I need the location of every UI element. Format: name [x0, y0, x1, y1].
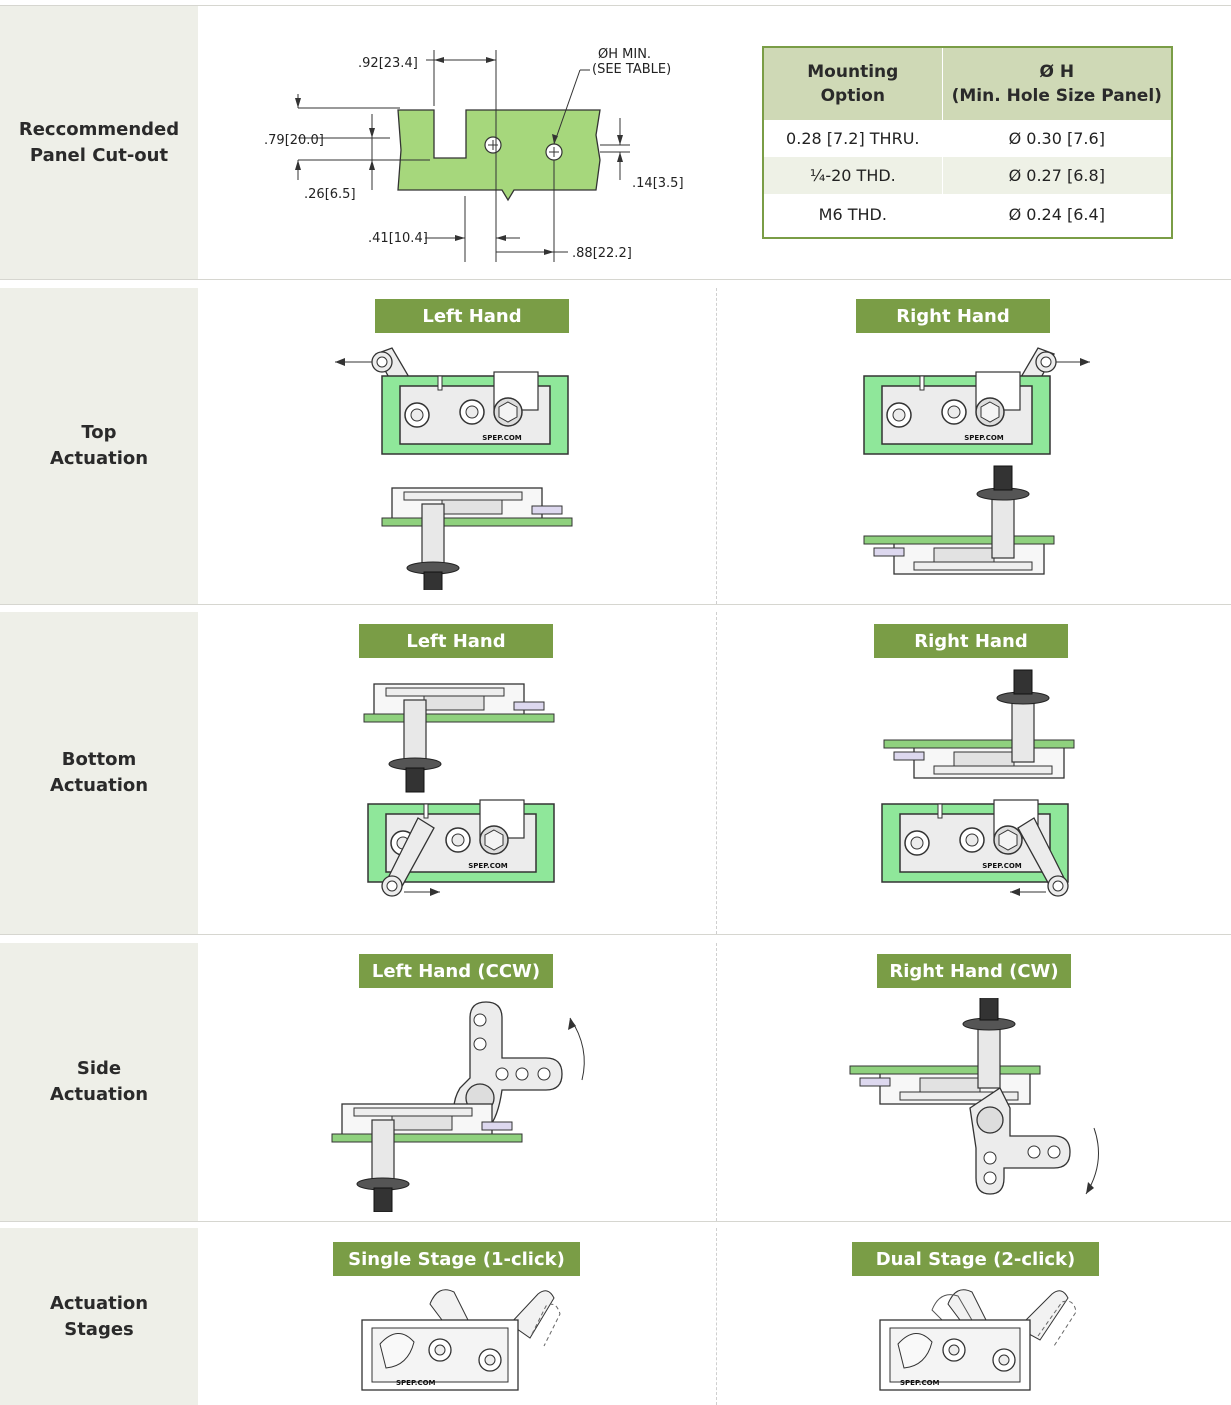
svg-text:.92[23.4]: .92[23.4] — [358, 56, 418, 71]
row-label-cutout: Reccommended Panel Cut-out — [0, 6, 198, 279]
bottom-right-latch-drawing — [881, 669, 1075, 897]
top-right-latch-drawing — [863, 347, 1090, 575]
svg-text:SPEP.COM: SPEP.COM — [396, 1379, 436, 1387]
table-cell: Ø 0.30 [7.6] — [1008, 129, 1105, 148]
tag-left-hand: Left Hand — [375, 299, 569, 333]
column-divider — [716, 1228, 717, 1405]
row-divider — [0, 604, 1231, 605]
bottom-left-latch-drawing — [363, 683, 555, 897]
svg-text:(SEE TABLE): (SEE TABLE) — [592, 62, 671, 77]
tag-left-hand: Left Hand — [359, 624, 553, 658]
single-stage-latch-drawing: SPEP.COM — [361, 1289, 561, 1391]
label-line: Reccommended — [18, 118, 180, 140]
svg-text:.41[10.4]: .41[10.4] — [368, 231, 428, 246]
top-left-latch-drawing — [335, 347, 573, 590]
svg-text:.79[20.0]: .79[20.0] — [264, 133, 324, 148]
svg-text:.26[6.5]: .26[6.5] — [304, 187, 356, 202]
dual-stage-latch-drawing: SPEP.COM — [879, 1289, 1077, 1391]
panel-cutout-drawing: .92[23.4] .79[20.0] .26[6.5] .14[3.5] .4… — [264, 47, 684, 262]
table-row: 0.28 [7.2] THRU. Ø 0.30 [7.6] — [764, 120, 1171, 157]
svg-text:.14[3.5]: .14[3.5] — [632, 176, 684, 191]
table-cell: Ø 0.24 [6.4] — [1008, 205, 1105, 224]
header-hole-size: Ø H(Min. Hole Size Panel) — [951, 62, 1162, 106]
tag-right-hand-cw: Right Hand (CW) — [877, 954, 1071, 988]
svg-text:ØH MIN.: ØH MIN. — [598, 47, 651, 62]
column-divider — [716, 943, 717, 1221]
tag-right-hand: Right Hand — [856, 299, 1050, 333]
table-row: M6 THD. Ø 0.24 [6.4] — [764, 196, 1171, 233]
table-row: ¼-20 THD. Ø 0.27 [6.8] — [764, 157, 1171, 194]
column-divider — [716, 612, 717, 934]
svg-text:SPEP.COM: SPEP.COM — [900, 1379, 940, 1387]
svg-text:.88[22.2]: .88[22.2] — [572, 246, 632, 261]
tag-single-stage: Single Stage (1-click) — [333, 1242, 580, 1276]
table-cell: Ø 0.27 [6.8] — [1008, 166, 1105, 185]
side-left-latch-drawing — [331, 1001, 585, 1212]
tag-right-hand: Right Hand — [874, 624, 1068, 658]
row-divider — [0, 1221, 1231, 1222]
side-right-latch-drawing — [849, 998, 1099, 1195]
label-line: Panel Cut-out — [29, 144, 169, 166]
column-divider — [716, 288, 717, 604]
row-divider — [0, 5, 1231, 6]
table-cell: ¼-20 THD. — [764, 157, 943, 194]
tag-dual-stage: Dual Stage (2-click) — [852, 1242, 1099, 1276]
table-cell: 0.28 [7.2] THRU. — [764, 120, 943, 157]
row-divider — [0, 279, 1231, 280]
row-divider — [0, 934, 1231, 935]
tag-left-hand-ccw: Left Hand (CCW) — [359, 954, 553, 988]
table-cell: M6 THD. — [764, 196, 943, 233]
